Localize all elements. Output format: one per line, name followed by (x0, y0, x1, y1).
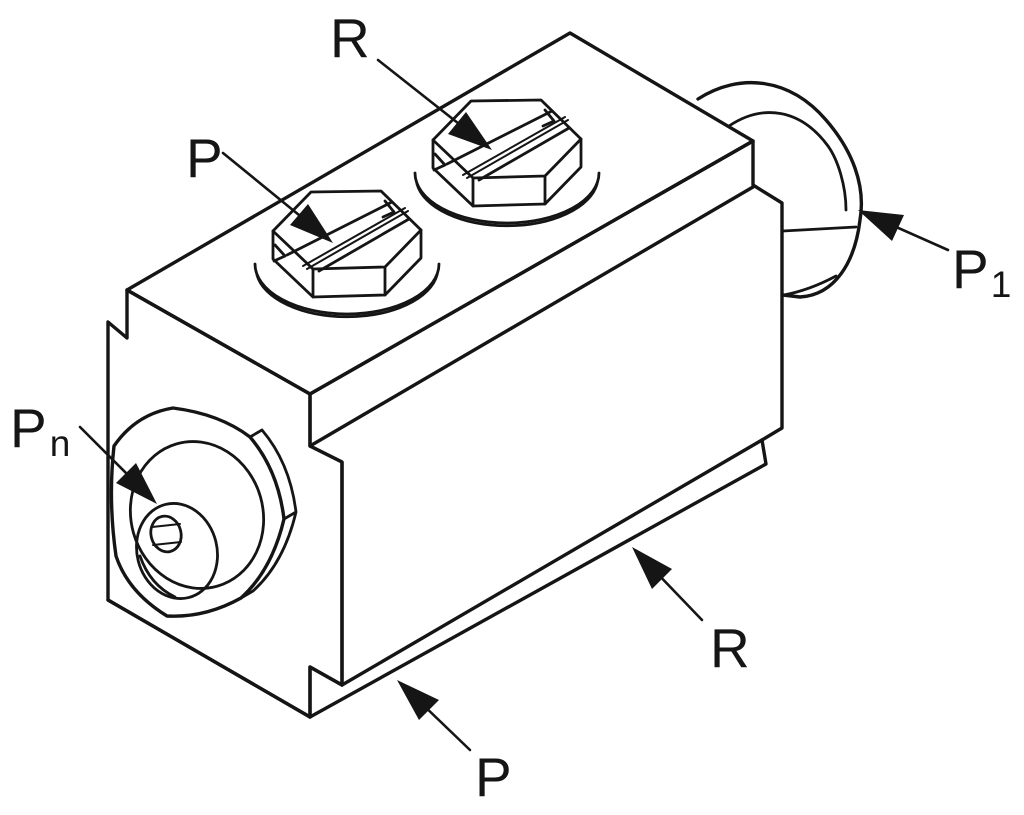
callouts: R P P1 Pn R (10, 7, 1011, 808)
leader-line (376, 58, 470, 133)
end-fitting-facet-line (781, 225, 858, 233)
body-front-groove-line (308, 185, 755, 448)
callout-port-p-bottom: P (397, 680, 512, 808)
leader-arrowhead (858, 210, 904, 241)
body-left-bottom-edge (106, 598, 312, 719)
end-fitting-outline (696, 80, 864, 299)
callout-port-r-top: R (330, 7, 492, 150)
end-fitting-p1 (696, 80, 864, 299)
side-fitting-pn (109, 406, 298, 618)
label-port-r-top: R (330, 7, 370, 69)
nut-boss-wall-arc (138, 554, 177, 599)
nut-orifice (149, 514, 183, 554)
label-port-pn: Pn (10, 397, 70, 464)
nut-thickness-edges (239, 428, 298, 600)
end-fitting-lower-facet (782, 274, 838, 297)
nut-chamfer-ellipse (128, 440, 266, 590)
line-art: R P P1 Pn R (10, 7, 1011, 808)
callout-port-p-top: P (186, 127, 333, 243)
label-port-p-bottom: P (475, 746, 512, 808)
body-front-face (308, 139, 784, 687)
leader-arrowhead (448, 112, 492, 150)
nut-boss-front-ellipse (135, 502, 219, 600)
label-port-r-bottom: R (710, 617, 750, 679)
body-bottom-chamfer-strip (308, 438, 768, 719)
leader-line (221, 151, 312, 226)
body-left-face (106, 288, 344, 719)
top-port-plug-r (413, 98, 601, 228)
callout-port-pn: Pn (10, 397, 157, 504)
label-port-p-top: P (186, 127, 223, 189)
nut-orifice-socket-lines (151, 523, 182, 546)
valve-body (106, 31, 784, 719)
top-port-plug-p (253, 189, 441, 319)
callout-port-r-bottom: R (632, 547, 750, 679)
body-top-face (125, 31, 755, 396)
callout-port-p1: P1 (858, 210, 1011, 305)
nut-outline (109, 406, 286, 618)
leader-arrowhead (632, 547, 672, 589)
leader-arrowhead (116, 463, 157, 504)
end-fitting-chamfer-arc (727, 111, 848, 212)
leader-arrowhead (397, 680, 439, 720)
label-port-p1: P1 (952, 238, 1011, 305)
leader-arrowhead (290, 204, 333, 243)
